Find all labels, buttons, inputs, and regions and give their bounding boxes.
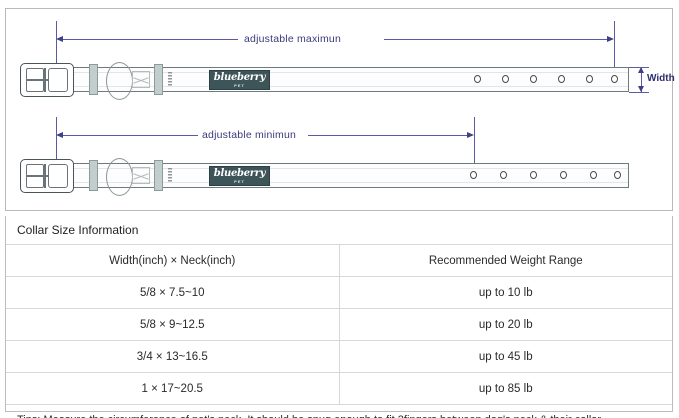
keeper-loop-2-top [154,64,163,95]
strap-bottom [56,163,629,188]
brand-sub-top: PET [234,82,245,88]
extension-line-right-min [474,117,475,165]
brand-logo-patch-top: blueberry PET [209,70,270,90]
width-extension-top [629,67,649,68]
brand-logo-patch-bottom: blueberry PET [209,166,270,186]
cell-size: 3/4 × 13~16.5 [6,340,340,373]
width-dimension-line [641,67,642,92]
dimension-label-minimum: adjustable minimun [202,129,297,141]
x-stitch-bottom [132,167,150,184]
arrow-right-max-icon [607,35,614,42]
buckle-prong-vertical-bottom [44,164,46,188]
dimension-line-min-right [308,135,472,136]
strap-stitch-line-bottom [57,86,628,87]
table-title: Collar Size Information [17,223,139,237]
cell-size: 5/8 × 7.5~10 [6,276,340,309]
table-header-row: Width(inch) × Neck(inch) Recommended Wei… [6,244,672,277]
collar-hole-bottom [470,171,477,179]
arrow-left-max-icon [56,35,63,42]
column-header-weight: Recommended Weight Range [339,244,672,277]
buckle-prong-bottom [26,175,48,177]
cell-weight: up to 85 lb [339,372,672,405]
collar-hole-top [530,75,537,83]
buckle-frame-right-bottom [48,164,68,188]
collar-hole-bottom [530,171,537,179]
table-row: 5/8 × 7.5~10 up to 10 lb [6,276,672,309]
brand-name-top: blueberry [213,71,266,83]
d-ring-bottom [106,158,133,196]
dimension-line-max-left [58,39,238,40]
strap-stitch-line-top [57,72,628,73]
column-header-size: Width(inch) × Neck(inch) [6,244,340,277]
table-title-row: Collar Size Information [6,216,672,245]
cell-size: 5/8 × 9~12.5 [6,308,340,341]
buckle-prong-vertical-top [44,68,46,92]
extension-line-right-max [614,21,615,69]
arrow-left-min-icon [56,131,63,138]
collar-hole-bottom [500,171,507,179]
arrow-right-min-icon [467,131,474,138]
brand-sub-bottom: PET [234,178,245,184]
collar-hole-top [558,75,565,83]
collar-hole-bottom [560,171,567,179]
width-label: Width [647,73,675,84]
cell-size: 1 × 17~20.5 [6,372,340,405]
extension-line-left-min [56,117,57,165]
collar-hole-bottom [590,171,597,179]
diagram-panel: adjustable maximun blueberr [5,8,675,211]
keeper-loop-1-bottom [89,160,98,191]
table-tips-row: Tips: Measure the circumference of pet's… [6,404,672,418]
extension-line-left-max [56,21,57,69]
collar-hole-top [586,75,593,83]
keeper-loop-2-bottom [154,160,163,191]
collar-hole-bottom [614,171,621,179]
collar-hole-top [502,75,509,83]
dimension-line-max-right [384,39,612,40]
strap-stitch-line-bottom [57,182,628,183]
arrow-down-width-icon [637,86,644,92]
cell-weight: up to 20 lb [339,308,672,341]
table-row: 5/8 × 9~12.5 up to 20 lb [6,308,672,341]
table-row: 1 × 17~20.5 up to 85 lb [6,372,672,405]
dimension-line-min-left [58,135,198,136]
collar-diagram-maximum: adjustable maximun blueberr [6,9,675,210]
dimension-label-maximum: adjustable maximun [244,33,341,45]
stitch-hatch-top [168,72,172,87]
buckle-frame-right-top [48,68,68,92]
collar-hole-top [611,75,618,83]
brand-name-bottom: blueberry [213,167,266,179]
keeper-loop-1-top [89,64,98,95]
collar-diagram-minimum: adjustable minimun blueberry PET [6,9,672,210]
strap-stitch-line-top [57,168,628,169]
table-row: 3/4 × 13~16.5 up to 45 lb [6,340,672,373]
cell-weight: up to 45 lb [339,340,672,373]
tips-text: Tips: Measure the circumference of pet's… [6,404,672,418]
buckle-prong-top [26,79,48,81]
collar-size-table: Collar Size Information Width(inch) × Ne… [5,216,673,418]
collar-hole-top [474,75,481,83]
arrow-up-width-icon [637,67,644,73]
x-stitch-top [132,71,150,88]
stitch-hatch-bottom [168,168,172,183]
cell-weight: up to 10 lb [339,276,672,309]
width-extension-bottom [629,92,649,93]
